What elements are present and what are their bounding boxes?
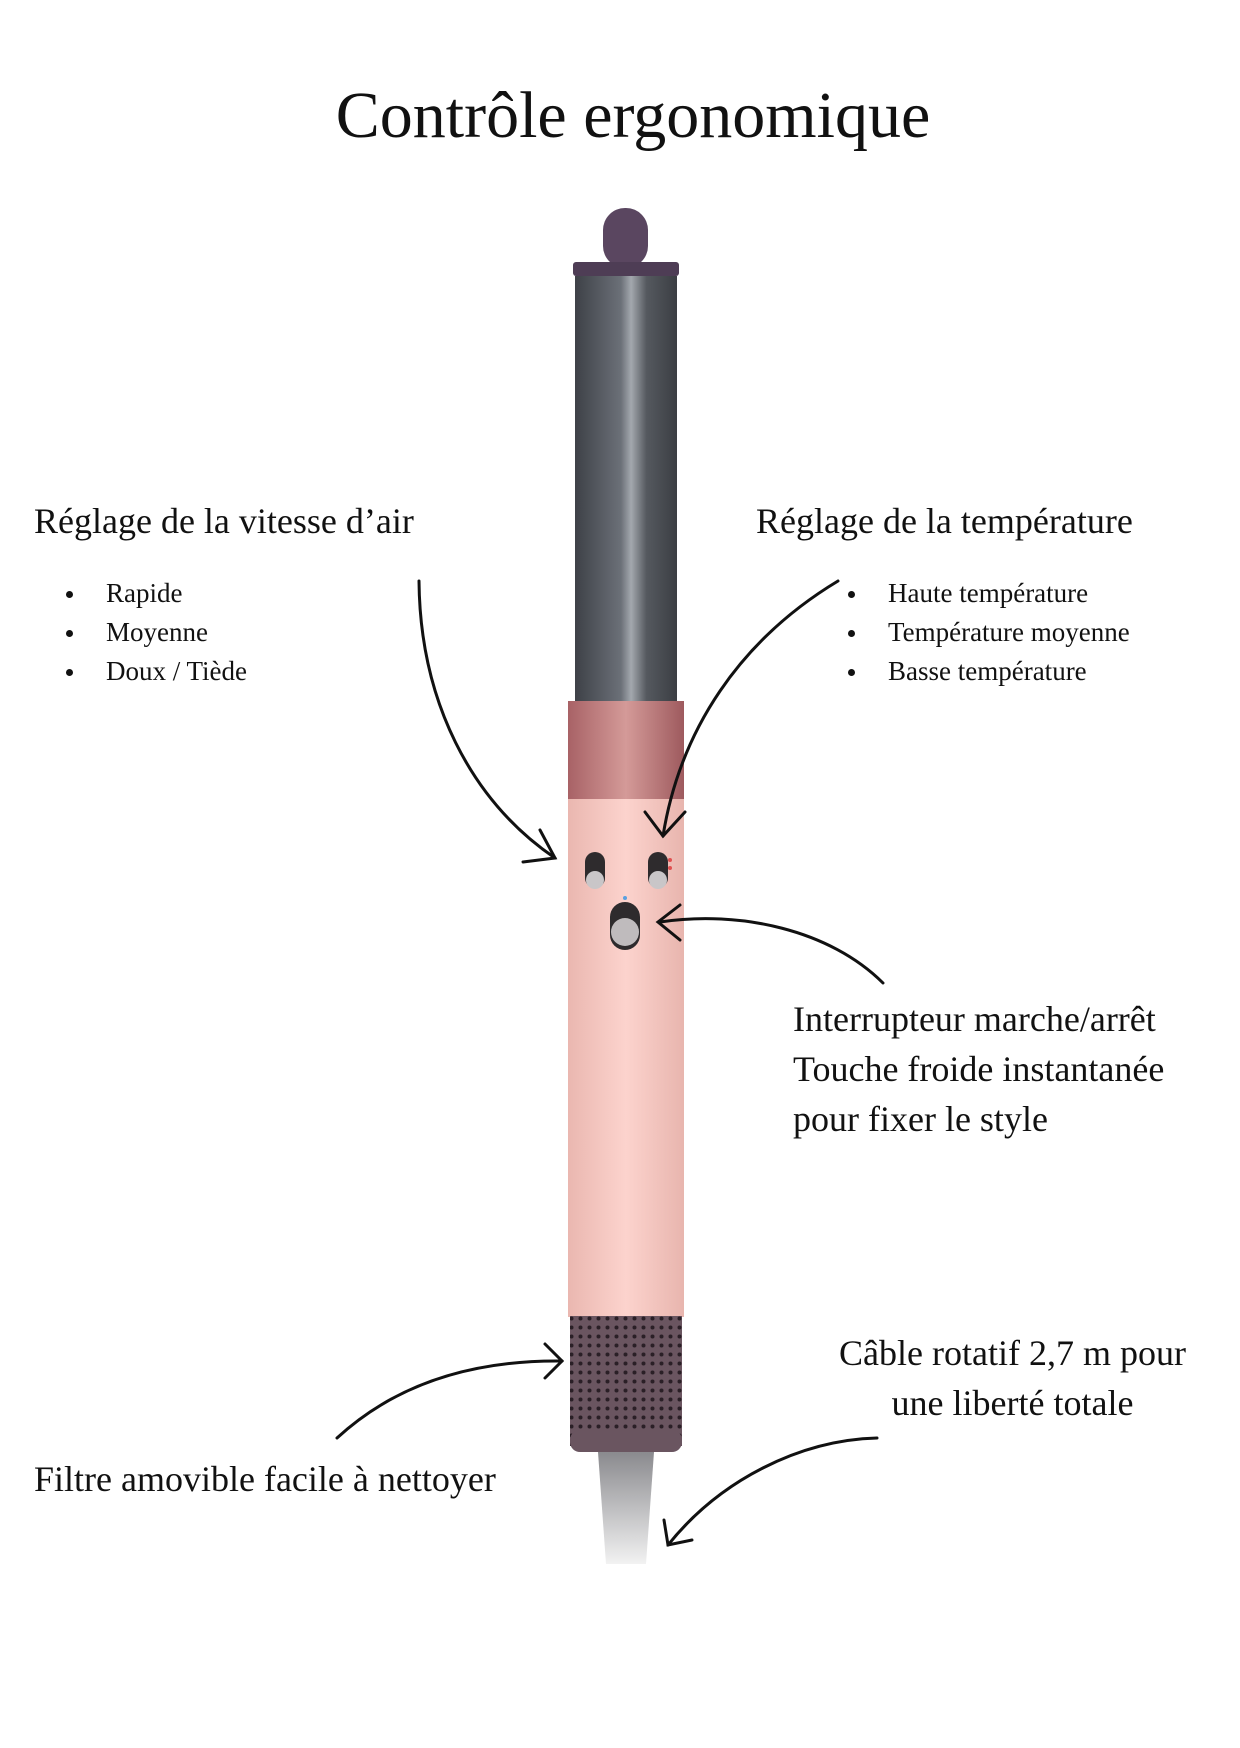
list-item: Haute température [848,574,1130,613]
list-item: Basse température [848,652,1130,691]
filter-label: Filtre amovible facile à nettoyer [34,1459,496,1499]
filter-arrow [335,1359,564,1440]
cable-line-2: une liberté totale [891,1383,1134,1423]
speed-slider[interactable] [585,852,605,889]
temperature-arrow [661,579,840,838]
switch-arrow [658,917,885,985]
switch-line-3: pour fixer le style [793,1099,1048,1139]
arrow-head [543,1342,565,1380]
temperature-slider[interactable] [648,852,672,889]
styler-cable [598,1452,654,1564]
temperature-list: Haute température Température moyenne Ba… [848,574,1130,691]
cable-arrow [666,1436,879,1547]
styler-barrel [575,276,677,702]
arrow-head [643,810,687,839]
page-title: Contrôle ergonomique [335,79,931,152]
styler-cap [573,208,679,276]
list-item: Rapide [66,574,247,613]
power-cold-shot-button[interactable] [610,896,640,950]
styler-ring [568,701,684,800]
switch-line-1: Interrupteur marche/arrêt [793,999,1156,1039]
cable-line-1: Câble rotatif 2,7 m pour [839,1333,1186,1373]
arrow-head [521,828,558,864]
speed-heading: Réglage de la vitesse d’air [34,501,414,541]
list-item: Doux / Tiède [66,652,247,691]
temperature-heading: Réglage de la température [756,501,1133,541]
arrow-head [655,903,682,942]
list-item: Moyenne [66,613,247,652]
list-item: Température moyenne [848,613,1130,652]
styler-filter [570,1316,682,1452]
switch-line-2: Touche froide instantanée [793,1049,1165,1089]
speed-list: Rapide Moyenne Doux / Tiède [66,574,247,691]
annotation-arrows [335,579,885,1547]
arrow-head [662,1518,694,1547]
speed-arrow [417,579,557,860]
